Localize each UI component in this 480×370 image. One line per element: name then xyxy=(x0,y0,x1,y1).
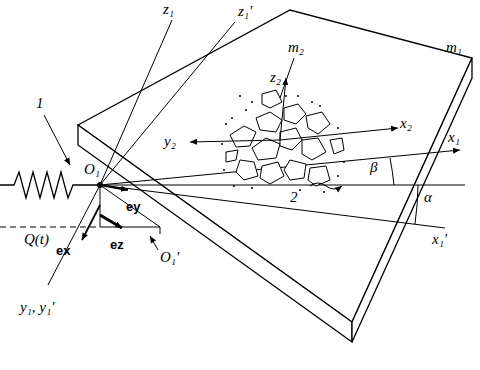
axis-label: ex xyxy=(56,244,70,257)
axis-label: x₁' xyxy=(432,232,447,247)
axis-label: 1 xyxy=(36,96,44,111)
axis-label: β xyxy=(370,160,377,175)
axis-label: O₁ xyxy=(84,162,100,177)
axis-label: y₁, y₁' xyxy=(20,300,54,315)
axis-label: O₁' xyxy=(160,250,179,265)
axis-label: 2 xyxy=(290,190,298,205)
axis-label: x₁ xyxy=(448,130,460,145)
axis-label: ey xyxy=(126,200,140,213)
axis-label: z₂ xyxy=(270,70,281,85)
axis-label: z₁ xyxy=(163,2,174,17)
axis-label: z₁' xyxy=(238,4,252,19)
axis-label: x₂ xyxy=(400,116,412,131)
axis-label: α xyxy=(424,190,432,205)
axis-label: m₁ xyxy=(446,40,462,55)
axis-label: y₂ xyxy=(164,134,176,149)
axis-label: Q(t) xyxy=(24,232,49,247)
axis-label: m₂ xyxy=(288,40,304,55)
axis-label: ez xyxy=(110,238,124,251)
